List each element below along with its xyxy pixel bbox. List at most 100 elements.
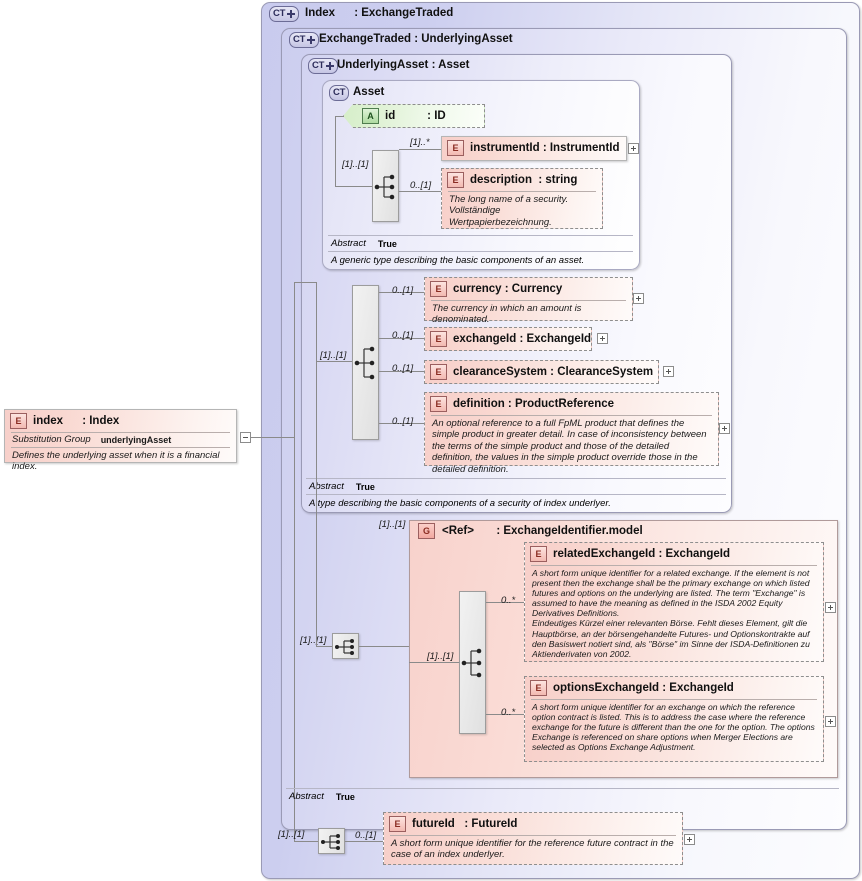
node-exchangeid-label: exchangeId : ExchangeId [453,333,592,345]
element-icon: E [430,364,447,380]
element-icon: E [530,546,547,562]
cardinality-exchange-identifier-model: [1]..[1] [379,519,406,530]
connector-line [379,338,429,339]
expand-toggle-relatedexchangeid[interactable] [825,602,836,613]
expand-toggle-instrumentid[interactable] [628,143,639,154]
cardinality-futureid: 0..[1] [355,830,377,841]
node-index-element[interactable]: E index : Index Substitution Group under… [4,409,237,472]
sequence-icon [461,648,482,678]
node-description[interactable]: E description : string The long name of … [441,168,603,229]
divider [431,300,626,301]
attribute-icon: A [362,108,379,124]
connector-line [486,714,524,715]
divider [531,565,817,566]
collapse-toggle-index-element[interactable] [240,432,251,443]
divider [11,447,230,448]
cardinality-optionsexchangeid: 0..* [501,707,516,718]
complextype-icon-index[interactable]: CT [269,6,300,22]
cardinality-instrumentid: [1]..* [410,137,430,148]
node-futureid-doc: A short form unique identifier for the r… [391,838,674,861]
asset-footer: Abstract True A generic type describing … [328,235,633,268]
connector-line [379,292,429,293]
underlying-doc-row: A type describing the basic components o… [306,494,726,511]
divider [11,432,230,433]
sequence-compositor-future[interactable] [318,828,345,854]
container-underlying-asset-title: UnderlyingAsset : Asset [337,59,470,71]
underlying-abstract-row: Abstract True [306,478,726,494]
divider [431,415,712,416]
node-instrumentid-label: instrumentId : InstrumentId [470,142,620,154]
node-futureid[interactable]: E futureId : FutureId A short form uniqu… [383,812,683,865]
cardinality-underlying-sequence: [1]..[1] [320,350,347,361]
expand-toggle-currency[interactable] [633,293,644,304]
connector-line [486,602,524,603]
node-definition[interactable]: E definition : ProductReference An optio… [424,392,719,475]
expand-toggle-clearancesystem[interactable] [663,366,674,377]
sequence-compositor-asset[interactable] [372,150,399,222]
sequence-compositor-exchange-traded[interactable] [332,633,359,659]
node-id-label: id : ID [385,110,446,122]
cardinality-exchangeid: 0..[1] [392,330,414,341]
node-clearancesystem[interactable]: E clearanceSystem : ClearanceSystem [424,360,659,384]
node-id-head: A id : ID [352,105,484,127]
connector-line [335,186,372,187]
element-icon: E [447,140,464,156]
asset-doc-row: A generic type describing the basic comp… [328,251,633,268]
connector-line [316,646,332,647]
connector-line [359,646,409,647]
underlying-asset-footer: Abstract True A type describing the basi… [306,478,726,511]
node-futureid-label: futureId : FutureId [412,818,518,830]
container-index-title: Index : ExchangeTraded [305,7,454,19]
sequence-icon [354,346,375,380]
expand-toggle-optionsexchangeid[interactable] [825,716,836,727]
connector-line [335,116,344,117]
sequence-icon [374,174,395,200]
node-relatedexchangeid-head: E relatedExchangeId : ExchangeId [525,543,823,565]
complextype-icon-asset: CT [329,85,350,101]
expand-toggle-exchangeid[interactable] [597,333,608,344]
exchange-traded-abstract-value: True [335,791,355,802]
group-header: G <Ref> : ExchangeIdentifier.model [418,523,643,539]
expand-toggle-futureid[interactable] [684,834,695,845]
connector-line [294,841,318,842]
node-relatedexchangeid-label: relatedExchangeId : ExchangeId [553,548,731,560]
node-currency[interactable]: E currency : Currency The currency in wh… [424,277,633,325]
node-instrumentid[interactable]: E instrumentId : InstrumentId [441,136,627,161]
connector-line [294,282,316,283]
node-exchangeid[interactable]: E exchangeId : ExchangeId [424,327,592,351]
exchange-traded-footer: Abstract True [286,788,839,804]
connector-line [409,662,459,663]
sequence-icon [335,639,354,655]
connector-line [379,371,429,372]
substitution-group-value: underlyingAsset [100,435,172,445]
node-optionsexchangeid-head: E optionsExchangeId : ExchangeId [525,677,823,699]
cardinality-future-sequence: [1]..[1] [278,829,305,840]
complextype-icon-exchange-traded[interactable]: CT [289,32,320,48]
exchange-traded-abstract-label: Abstract [289,791,324,802]
node-optionsexchangeid-label: optionsExchangeId : ExchangeId [553,682,734,694]
node-description-head: E description : string [442,169,602,191]
container-asset-title: Asset [353,86,385,98]
substitution-group-row: Substitution Group underlyingAsset [5,433,236,447]
node-definition-doc: An optional reference to a full FpML pro… [432,418,707,475]
node-optionsexchangeid[interactable]: E optionsExchangeId : ExchangeId A short… [524,676,824,762]
connector-line [316,361,352,362]
expand-toggle-definition[interactable] [719,423,730,434]
connector-line [251,437,294,438]
sequence-compositor-group[interactable] [459,591,486,734]
asset-abstract-value: True [377,238,397,249]
group-label: <Ref> : ExchangeIdentifier.model [442,525,643,537]
complextype-icon-underlying-asset[interactable]: CT [308,58,339,74]
divider [390,835,676,836]
node-id[interactable]: A id : ID [343,104,485,128]
node-relatedexchangeid[interactable]: E relatedExchangeId : ExchangeId A short… [524,542,824,662]
element-icon: E [389,816,406,832]
sequence-compositor-underlying-asset[interactable] [352,285,379,440]
asset-abstract-row: Abstract True [328,235,633,251]
node-currency-label: currency : Currency [453,283,563,295]
connector-line [316,282,317,646]
divider [531,699,817,700]
node-clearancesystem-head: E clearanceSystem : ClearanceSystem [425,361,658,383]
element-icon: E [430,281,447,297]
